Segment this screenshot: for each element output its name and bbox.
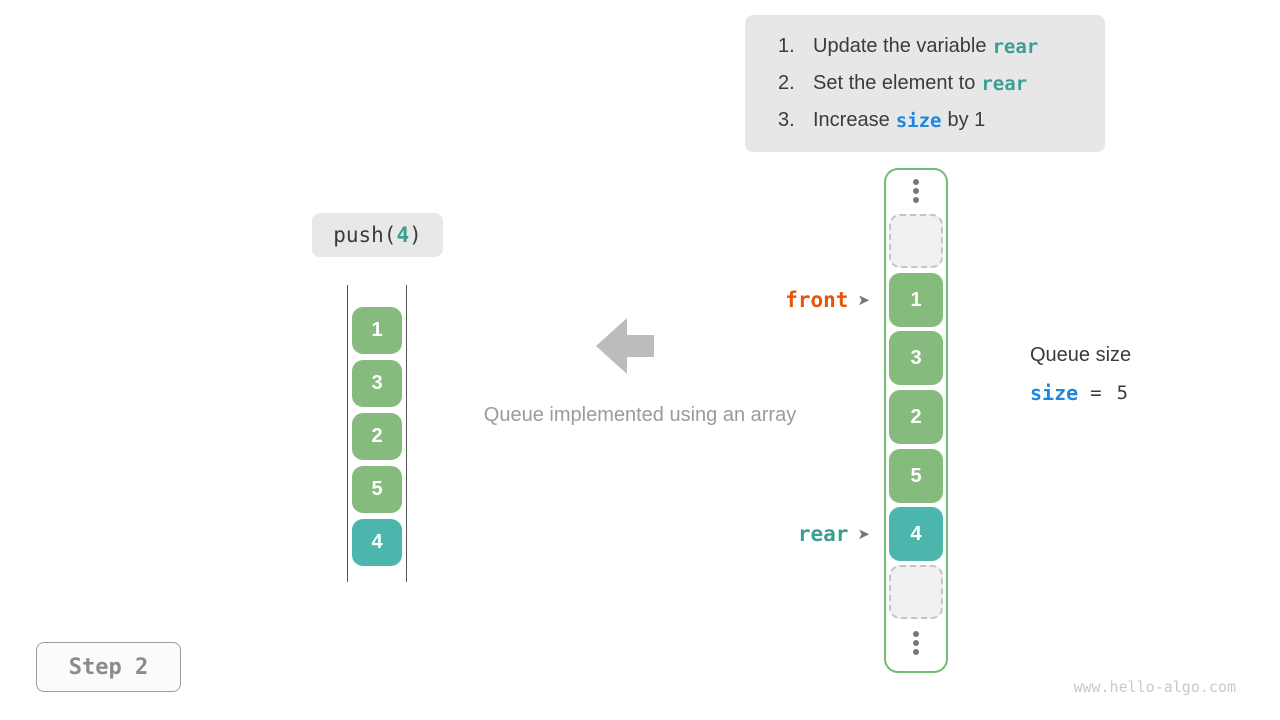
stack-rail-left	[347, 285, 348, 582]
array-cell: 2	[889, 390, 943, 444]
left-arrow-icon	[596, 318, 654, 379]
instruction-step-1: 1. Update the variable rear	[778, 28, 1105, 65]
step-text: Update the variable	[813, 35, 987, 57]
queue-size-block: Queue size size = 5	[1030, 344, 1131, 405]
array-cell-empty	[889, 214, 943, 268]
stack-rail-right	[406, 285, 407, 582]
array-cell-rear: 4	[889, 507, 943, 561]
size-value: 5	[1116, 382, 1129, 404]
push-fn-text: push(	[333, 223, 397, 247]
instruction-step-3: 3. Increase size by 1	[778, 102, 1105, 139]
step-number: 1.	[778, 35, 795, 57]
step-text-post: by 1	[947, 109, 986, 131]
queue-size-title: Queue size	[1030, 344, 1132, 366]
push-close-paren: )	[409, 223, 422, 247]
array-cell: 3	[889, 331, 943, 385]
diagram-caption: Queue implemented using an array	[483, 404, 797, 426]
stack-cell: 5	[352, 466, 402, 513]
rear-arrow-icon: ➤	[857, 525, 870, 543]
ellipsis-bottom-icon	[913, 631, 919, 655]
code-token-rear: rear	[981, 72, 1028, 95]
code-token-rear: rear	[992, 35, 1039, 58]
queue-size-value-row: size = 5	[1030, 381, 1131, 405]
step-badge: Step 2	[36, 642, 181, 692]
instruction-step-2: 2. Set the element to rear	[778, 65, 1105, 102]
front-pointer-label: front	[785, 288, 849, 312]
array-cell: 1	[889, 273, 943, 327]
push-call-label: push(4)	[312, 213, 443, 257]
rear-pointer-label: rear	[797, 522, 849, 546]
array-cell: 5	[889, 449, 943, 503]
stack-cell-new: 4	[352, 519, 402, 566]
ellipsis-top-icon	[913, 179, 919, 203]
size-variable: size	[1030, 381, 1079, 405]
rear-pointer: rear ➤	[720, 521, 870, 547]
watermark: www.hello-algo.com	[1073, 678, 1236, 696]
stack-cell: 1	[352, 307, 402, 354]
step-text: Increase	[813, 109, 890, 131]
stack-cell: 3	[352, 360, 402, 407]
code-token-size: size	[895, 109, 942, 132]
push-arg-value: 4	[396, 223, 410, 247]
stack-cell: 2	[352, 413, 402, 460]
instruction-panel: 1. Update the variable rear 2. Set the e…	[745, 15, 1105, 152]
step-text: Set the element to	[813, 72, 976, 94]
array-cell-empty	[889, 565, 943, 619]
equals-sign: =	[1090, 382, 1102, 404]
step-number: 3.	[778, 109, 795, 131]
front-pointer: front ➤	[720, 287, 870, 313]
step-number: 2.	[778, 72, 795, 94]
front-arrow-icon: ➤	[857, 291, 870, 309]
